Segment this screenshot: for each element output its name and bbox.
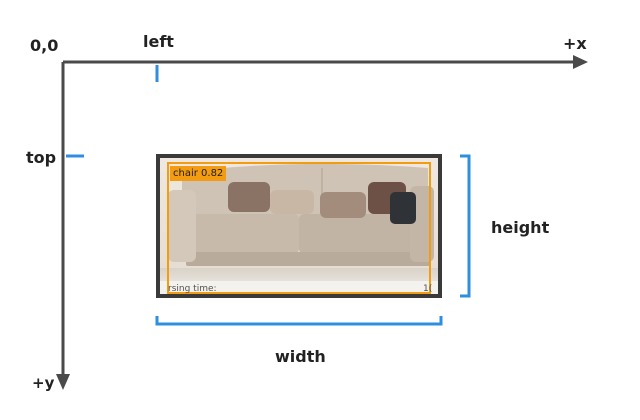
y-axis-arrowhead — [56, 374, 70, 390]
x-axis — [63, 55, 588, 69]
top-label: top — [26, 148, 57, 167]
x-axis-label: +x — [563, 34, 587, 53]
height-bracket — [460, 154, 471, 298]
y-axis-label: +y — [32, 374, 55, 392]
height-label: height — [491, 218, 550, 237]
width-bracket — [155, 316, 443, 326]
y-axis — [56, 62, 70, 390]
left-label: left — [143, 32, 174, 51]
x-axis-arrowhead — [573, 55, 588, 69]
detection-label: chair 0.82 — [170, 166, 227, 181]
detection-bounding-box — [167, 162, 431, 294]
image-frame — [156, 154, 442, 298]
origin-label: 0,0 — [30, 36, 59, 55]
width-label: width — [275, 347, 326, 366]
processing-time-value: 1( — [423, 284, 433, 294]
processing-time-text: rsing time: — [168, 284, 217, 294]
